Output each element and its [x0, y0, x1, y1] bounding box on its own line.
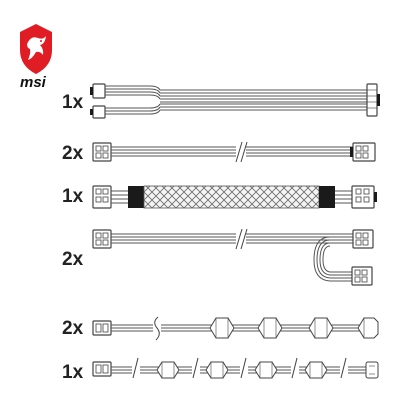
cable-row: 1x — [62, 185, 377, 209]
molex-end-connector — [365, 361, 379, 379]
msi-logo: msi — [20, 24, 52, 91]
molex-bead — [254, 361, 278, 379]
quantity-label: 2x — [62, 143, 84, 164]
quantity-label: 2x — [62, 318, 84, 339]
quantity-label: 1x — [62, 92, 84, 113]
quantity-label: 2x — [62, 249, 84, 270]
molex-bead — [304, 361, 328, 379]
sleeved-gpu-cable-icon — [92, 185, 377, 209]
molex-chain-cable-icon — [92, 357, 379, 379]
msi-dragon-shield-icon — [20, 24, 52, 74]
cable-row: 2x — [62, 228, 374, 286]
sata-end-connector — [357, 317, 379, 339]
molex-bead — [205, 361, 229, 379]
quantity-label: 1x — [62, 362, 84, 383]
sata-bead — [257, 317, 283, 339]
quantity-label: 1x — [62, 186, 84, 207]
main-power-cable-icon — [90, 83, 380, 119]
msi-wordmark: msi — [20, 74, 47, 91]
cable-row: 2x — [62, 141, 376, 164]
cable-row: 1x — [62, 83, 380, 119]
sata-bead — [209, 317, 235, 339]
cable-row: 2x — [62, 316, 379, 341]
molex-bead — [156, 361, 180, 379]
split-pcie-cable-icon — [92, 228, 374, 286]
pcie-power-cable-icon — [92, 141, 376, 163]
sata-bead — [308, 317, 334, 339]
sata-chain-cable-icon — [92, 316, 379, 341]
cable-row: 1x — [62, 357, 379, 383]
